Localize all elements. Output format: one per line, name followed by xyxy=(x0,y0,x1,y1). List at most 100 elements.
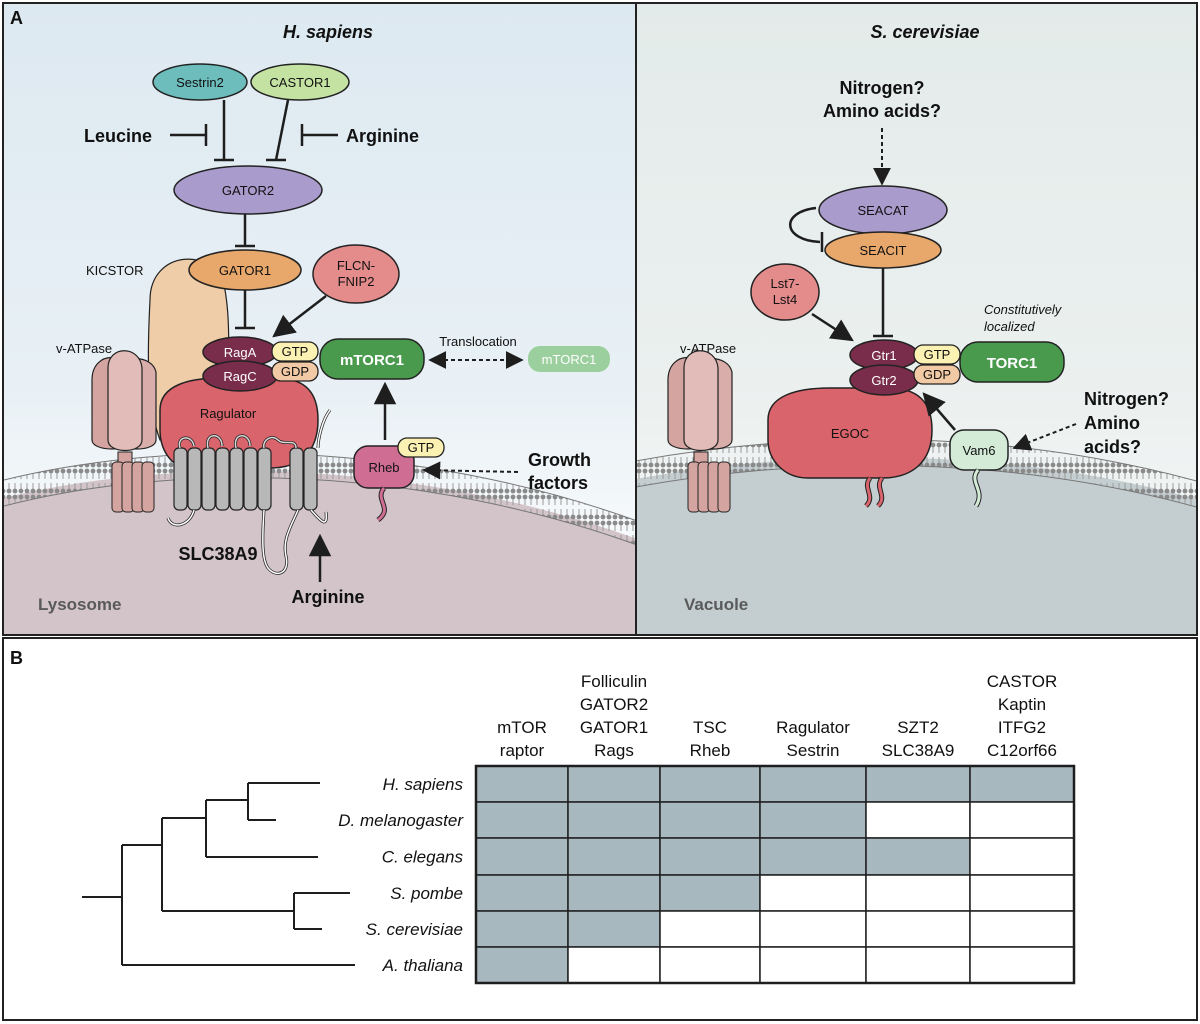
slc38a9-transporter xyxy=(166,409,332,575)
matrix-cell-present xyxy=(759,801,867,839)
species-label: H. sapiens xyxy=(383,775,464,794)
gtp-tag-right xyxy=(913,344,961,365)
matrix-cell-absent xyxy=(759,910,867,948)
leucine-label: Leucine xyxy=(84,126,152,146)
gtr2-label: Gtr2 xyxy=(871,373,896,388)
column-header-0-line-0: mTOR xyxy=(497,718,547,737)
egoc-shape xyxy=(767,387,933,479)
nitrogen-right-2: Amino xyxy=(1084,413,1140,433)
vacuole-body xyxy=(637,457,1196,634)
torc1-label: TORC1 xyxy=(987,355,1038,372)
constitutively-label-2: localized xyxy=(984,319,1035,334)
vacuole-label: Vacuole xyxy=(684,595,748,614)
matrix-cell-absent xyxy=(659,910,761,948)
matrix-cell-present xyxy=(659,874,761,912)
mtorc1-box xyxy=(319,338,425,380)
matrix-cell-absent xyxy=(969,946,1075,984)
species-labels: H. sapiens D. melanogaster C. elegans S. po… xyxy=(338,775,464,975)
panel-a-label: A xyxy=(10,8,23,28)
column-header-3-line-0: Ragulator xyxy=(776,718,850,737)
lysosome-membrane xyxy=(4,453,636,545)
panel-b: mTORraptorFolliculinGATOR2GATOR1RagsTSCR… xyxy=(82,672,1076,985)
column-header-1-line-1: GATOR2 xyxy=(580,695,648,714)
column-header-0-line-1: raptor xyxy=(500,741,545,760)
rheb-gtp-tag xyxy=(397,437,445,458)
matrix-cell-present xyxy=(865,837,971,876)
flcn-fnip2-oval xyxy=(312,244,400,304)
arginine-top-label: Arginine xyxy=(346,126,419,146)
column-header-5-line-0: CASTOR xyxy=(987,672,1058,691)
matrix-cell-present xyxy=(659,837,761,876)
column-header-5-line-1: Kaptin xyxy=(998,695,1046,714)
torc1-box xyxy=(959,341,1065,383)
matrix-cell-absent xyxy=(759,874,867,912)
column-header-4-line-0: SZT2 xyxy=(897,718,939,737)
gdp-tag-right xyxy=(913,364,961,385)
species-label: S. pombe xyxy=(390,884,463,903)
rheb-gtp-label: GTP xyxy=(408,440,435,455)
gtp-tag-left xyxy=(271,341,319,362)
matrix-cell-present xyxy=(759,837,867,876)
column-header-5-line-3: C12orf66 xyxy=(987,741,1057,760)
vam6-label: Vam6 xyxy=(963,443,996,458)
matrix-cell-absent xyxy=(759,946,867,984)
species-label: D. melanogaster xyxy=(338,811,464,830)
matrix-cell-present xyxy=(475,946,569,984)
phylogenetic-tree xyxy=(82,782,355,966)
lst7-lst4-oval xyxy=(750,263,820,321)
matrix-cell-present xyxy=(475,765,569,803)
column-header-4-line-1: SLC38A9 xyxy=(882,741,955,760)
matrix-cell-absent xyxy=(969,837,1075,876)
species-label: C. elegans xyxy=(382,848,464,867)
lst-label-1: Lst7- xyxy=(771,276,800,291)
scerevisiae-title: S. cerevisiae xyxy=(870,22,979,42)
raga-label: RagA xyxy=(224,345,257,360)
hsapiens-title: H. sapiens xyxy=(283,22,373,42)
gator2-label: GATOR2 xyxy=(222,183,274,198)
mtorc1-label: mTORC1 xyxy=(340,352,404,369)
matrix-cell-absent xyxy=(659,946,761,984)
matrix-cell-present xyxy=(475,910,569,948)
kicstor-label: KICSTOR xyxy=(86,263,144,278)
nitrogen-right-1: Nitrogen? xyxy=(1084,389,1169,409)
gdp-tag-left-label: GDP xyxy=(281,364,309,379)
gdp-tag-left xyxy=(271,361,319,382)
rheb-label: Rheb xyxy=(368,460,399,475)
ragc-label: RagC xyxy=(223,369,256,384)
matrix-cell-absent xyxy=(865,801,971,839)
matrix-cell-present xyxy=(567,910,661,948)
column-header-3-line-1: Sestrin xyxy=(787,741,840,760)
column-header-1-line-0: Folliculin xyxy=(581,672,647,691)
species-label: S. cerevisiae xyxy=(366,920,463,939)
gtp-tag-left-label: GTP xyxy=(282,344,309,359)
matrix-cell-absent xyxy=(969,874,1075,912)
sestrin2-oval xyxy=(152,63,248,101)
arginine-bottom-label: Arginine xyxy=(291,587,364,607)
vatpase-left-label: v-ATPase xyxy=(56,341,112,356)
presence-matrix xyxy=(474,764,1076,985)
matrix-cell-absent xyxy=(969,801,1075,839)
matrix-cell-present xyxy=(659,765,761,803)
nitrogen-right-3: acids? xyxy=(1084,437,1141,457)
ragulator-label: Ragulator xyxy=(200,406,257,421)
gtr1-label: Gtr1 xyxy=(871,348,896,363)
matrix-cell-absent xyxy=(865,874,971,912)
matrix-cell-present xyxy=(567,837,661,876)
matrix-cell-present xyxy=(567,801,661,839)
matrix-cell-present xyxy=(969,765,1075,803)
growth-label-1: Growth xyxy=(528,450,591,470)
sestrin2-label: Sestrin2 xyxy=(176,75,224,90)
gtp-tag-right-label: GTP xyxy=(924,347,951,362)
castor1-oval xyxy=(250,63,350,101)
vam6-box xyxy=(949,429,1009,471)
column-headers: mTORraptorFolliculinGATOR2GATOR1RagsTSCR… xyxy=(497,672,1057,760)
matrix-outline xyxy=(474,764,1076,985)
matrix-cell-present xyxy=(475,801,569,839)
panel-a-right xyxy=(637,4,1196,634)
translocation-label: Translocation xyxy=(439,334,517,349)
matrix-cell-present xyxy=(659,801,761,839)
growth-label-2: factors xyxy=(528,473,588,493)
species-label: A. thaliana xyxy=(382,956,463,975)
panel-b-label: B xyxy=(10,648,23,668)
